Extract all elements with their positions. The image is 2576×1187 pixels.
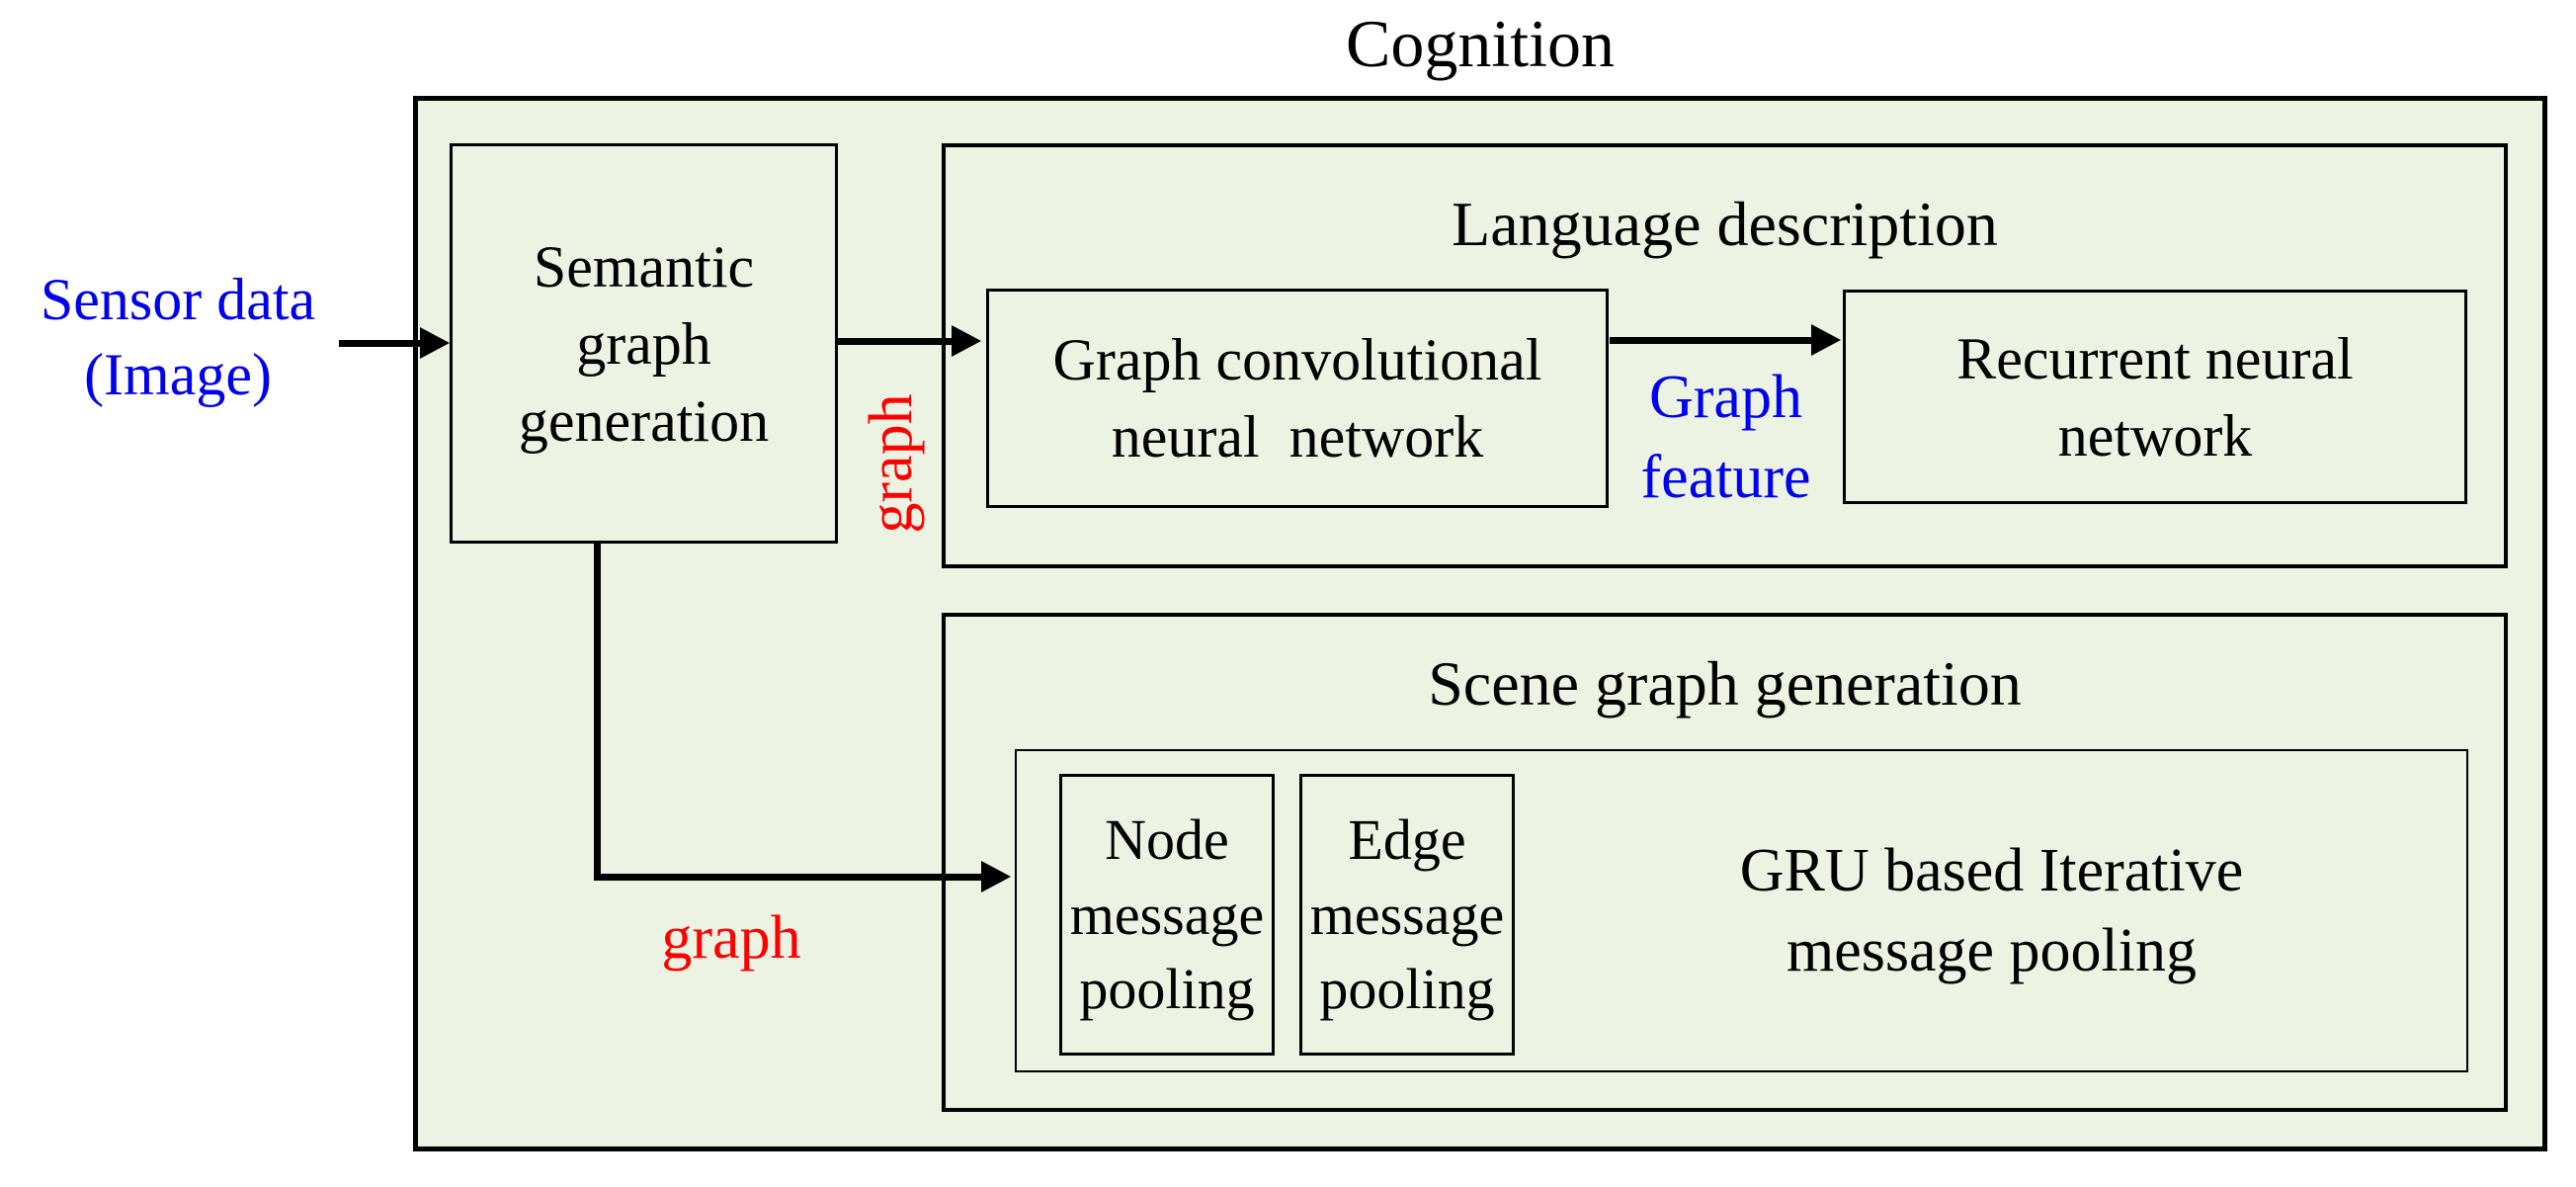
graph-convolutional-network-label: Graph convolutional neural network	[1052, 327, 1542, 469]
graph-edge-label-vertical: graph	[858, 393, 925, 534]
recurrent-neural-network-label: Recurrent neural network	[1956, 325, 2354, 468]
language-description-title: Language description	[1452, 189, 1998, 259]
arrow-gcn-to-rnn-head-icon	[1811, 324, 1841, 356]
gru-iterative-message-pooling: GRU based Iterative message pooling	[1515, 749, 2468, 1072]
sensor-data-input-label: Sensor data (Image)	[40, 267, 316, 407]
edge-message-pooling-label: Edge message pooling	[1309, 807, 1505, 1022]
gru-iterative-message-pooling-label: GRU based Iterative message pooling	[1739, 836, 2244, 984]
semantic-graph-generation-box: Semantic graph generation	[450, 143, 838, 544]
node-message-pooling-box: Node message pooling	[1059, 774, 1275, 1056]
arrow-sensor-to-semantic-head-icon	[420, 327, 450, 359]
edge-message-pooling-box: Edge message pooling	[1299, 774, 1515, 1056]
arrow-semantic-to-scene-shaft	[594, 874, 983, 881]
recurrent-neural-network-box: Recurrent neural network	[1843, 290, 2467, 504]
scene-graph-generation-title: Scene graph generation	[1428, 648, 2022, 719]
arrow-gcn-to-rnn-shaft	[1610, 337, 1813, 344]
arrow-semantic-to-scene-head-icon	[981, 861, 1011, 892]
message-pooling-container	[1015, 749, 2468, 1072]
arrow-sensor-to-semantic-shaft	[339, 340, 423, 347]
arrow-semantic-to-gcn-shaft	[836, 338, 955, 345]
cognition-outer-box	[413, 96, 2547, 1151]
arrow-semantic-to-gcn-head-icon	[952, 325, 981, 357]
node-message-pooling-label: Node message pooling	[1069, 807, 1265, 1022]
graph-feature-edge-label: Graph feature	[1640, 364, 1811, 511]
diagram-title: Cognition	[1345, 6, 1616, 81]
semantic-graph-generation-label: Semantic graph generation	[518, 233, 770, 454]
language-description-section: Language description	[942, 143, 2508, 568]
scene-graph-generation-section: Scene graph generation	[942, 613, 2508, 1112]
graph-edge-label-horizontal: graph	[661, 904, 801, 972]
arrow-semantic-to-scene-vertical-shaft	[594, 544, 601, 881]
graph-convolutional-network-box: Graph convolutional neural network	[986, 289, 1609, 508]
